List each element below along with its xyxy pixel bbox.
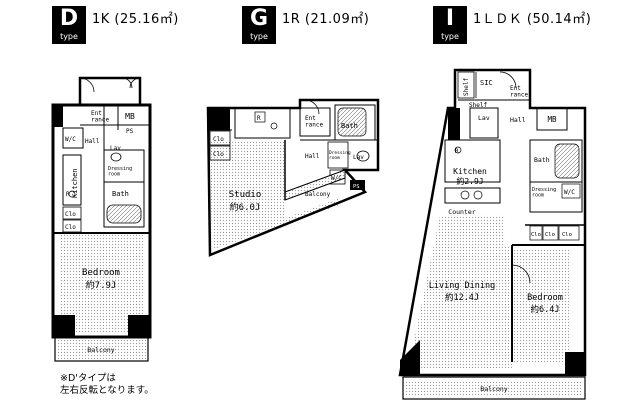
- plan-title: 1ＬＤＫ (50.14㎡): [473, 12, 592, 27]
- label-line: rance: [510, 92, 528, 99]
- type-badge: G type: [242, 6, 276, 44]
- room-label-mb: MB: [213, 118, 221, 126]
- room-label-mb: MB: [125, 112, 135, 121]
- room-label-mb: MB: [547, 115, 557, 124]
- room-size-studio: 約6.0J: [230, 201, 261, 213]
- footnote-line-1: ※D'タイプは: [60, 373, 116, 384]
- room-label-sic: SIC: [480, 79, 493, 87]
- room-label-wc: W/C: [65, 136, 76, 143]
- room-label-lav: Lav: [353, 154, 364, 161]
- room-label-bedroom: Bedroom: [527, 293, 563, 303]
- room-label-clo3: Clo: [562, 232, 572, 238]
- room-size-bedroom: 約7.9J: [86, 279, 117, 291]
- room-label-bath: Bath: [112, 190, 129, 198]
- footnote-line-2: 左右反転となります。: [60, 385, 154, 396]
- footnote: ※D'タイプは 左右反転となります。: [60, 373, 154, 397]
- room-label-shelf: Shelf: [463, 78, 470, 96]
- room-label-ps: PS: [353, 184, 360, 190]
- label-line: room: [329, 156, 340, 161]
- room-label-clo2: Clo: [65, 224, 76, 231]
- room-label-studio: Studio: [229, 190, 262, 200]
- room-label-balcony: Balcony: [87, 346, 114, 354]
- plan-title: 1R (21.09㎡): [282, 12, 370, 27]
- room-label-balcony: Balcony: [480, 385, 507, 393]
- room-label-clo1: Clo: [213, 136, 224, 143]
- room-label-counter: Counter: [448, 208, 475, 216]
- room-label-shelf2: Shelf: [469, 102, 487, 109]
- room-label-hall: Hall: [305, 153, 320, 160]
- room-label-kitchen: Kitchen: [71, 168, 79, 198]
- badge-type: type: [441, 32, 459, 41]
- room-size-bedroom: 約6.4J: [531, 304, 560, 315]
- room-label-living: Living Dining: [429, 281, 496, 291]
- room-label-wc: W/C: [331, 175, 342, 182]
- badge-type: type: [60, 32, 78, 41]
- room-label-lav: Lav: [110, 145, 121, 152]
- room-label-lav: Lav: [478, 114, 490, 122]
- label-line: rance: [305, 122, 323, 129]
- room-label-bath: Bath: [534, 156, 550, 164]
- room-label-bath: Bath: [341, 122, 358, 130]
- badge-letter: I: [445, 6, 455, 31]
- type-badge: I type: [433, 6, 467, 44]
- room-label-kitchen: Kitchen: [453, 167, 487, 176]
- room-label-hall: Hall: [85, 138, 100, 145]
- room-label-clo1: Clo: [531, 232, 541, 238]
- room-label-balcony: Balcony: [305, 191, 331, 198]
- room-label-r: R: [257, 115, 261, 122]
- label-line: room: [108, 172, 120, 178]
- room-label-bedroom: Bedroom: [82, 268, 120, 278]
- plan-title: 1K (25.16㎡): [92, 12, 179, 27]
- type-badge: D type: [52, 6, 86, 44]
- room-size-living: 約12.4J: [445, 292, 479, 303]
- room-size-kitchen: 約2.9J: [456, 176, 483, 186]
- room-label-clo2: Clo: [213, 151, 224, 158]
- room-label-ps: PS: [126, 128, 134, 135]
- badge-letter: G: [249, 6, 269, 31]
- room-label-r: R: [455, 148, 459, 155]
- badge-letter: D: [59, 6, 79, 31]
- room-label-wc: W/C: [564, 189, 575, 196]
- room-label-clo2: Clo: [545, 232, 555, 238]
- room-label-clo1: Clo: [65, 211, 76, 218]
- label-line: room: [532, 193, 544, 199]
- badge-type: type: [250, 32, 268, 41]
- room-label-hall: Hall: [510, 116, 526, 124]
- label-line: rance: [91, 117, 109, 124]
- room-label-r: R: [66, 191, 70, 198]
